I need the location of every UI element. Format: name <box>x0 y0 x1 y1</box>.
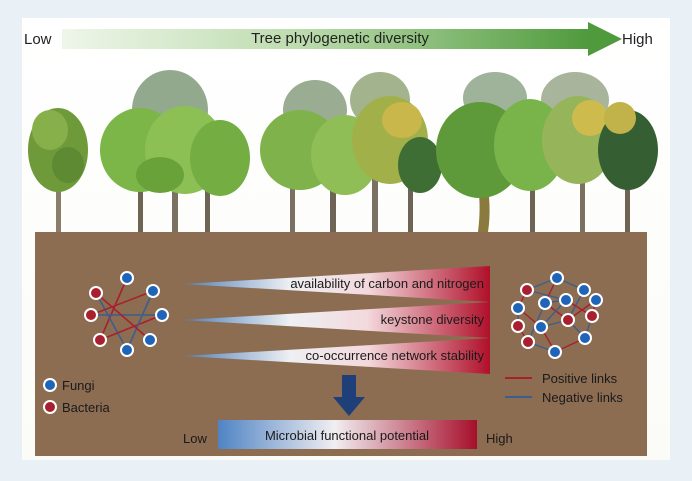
tree <box>100 70 250 232</box>
tree <box>28 108 88 232</box>
bottom-high-label: High <box>486 431 513 446</box>
wedge-label-network-stability: co-occurrence network stability <box>306 348 485 363</box>
positive-link-label: Positive links <box>542 371 618 386</box>
wedge-keystone-diversity: keystone diversity <box>183 302 490 338</box>
soil-background <box>35 232 647 456</box>
down-arrow <box>333 375 365 416</box>
wedge-carbon-nitrogen: availability of carbon and nitrogen <box>183 266 490 302</box>
top-axis-title: Tree phylogenetic diversity <box>251 30 429 47</box>
functional-potential-bar <box>218 420 477 449</box>
tree-diversity-arrow <box>62 22 622 56</box>
bottom-scale-title: Microbial functional potential <box>265 428 429 443</box>
tree-canopy-illustration <box>28 70 658 232</box>
fungi-legend-marker <box>43 378 57 392</box>
functional-potential-scale: Low Microbial functional potential High <box>183 420 513 449</box>
top-high-label: High <box>622 31 653 48</box>
top-low-label: Low <box>24 31 52 48</box>
link-legend: Positive links Negative links <box>505 371 623 405</box>
fungi-legend-label: Fungi <box>62 378 95 393</box>
microbe-legend: Fungi Bacteria <box>43 378 110 415</box>
wedge-label-keystone-diversity: keystone diversity <box>381 312 485 327</box>
bottom-low-label: Low <box>183 431 207 446</box>
left-microbial-network <box>84 271 169 357</box>
wedge-network-stability: co-occurrence network stability <box>183 338 490 374</box>
right-microbial-network <box>511 271 603 359</box>
tree <box>260 72 442 232</box>
negative-link-label: Negative links <box>542 390 623 405</box>
wedge-label-carbon-nitrogen: availability of carbon and nitrogen <box>290 276 484 291</box>
bacteria-legend-label: Bacteria <box>62 400 110 415</box>
tree <box>436 72 658 232</box>
bacteria-legend-marker <box>43 400 57 414</box>
